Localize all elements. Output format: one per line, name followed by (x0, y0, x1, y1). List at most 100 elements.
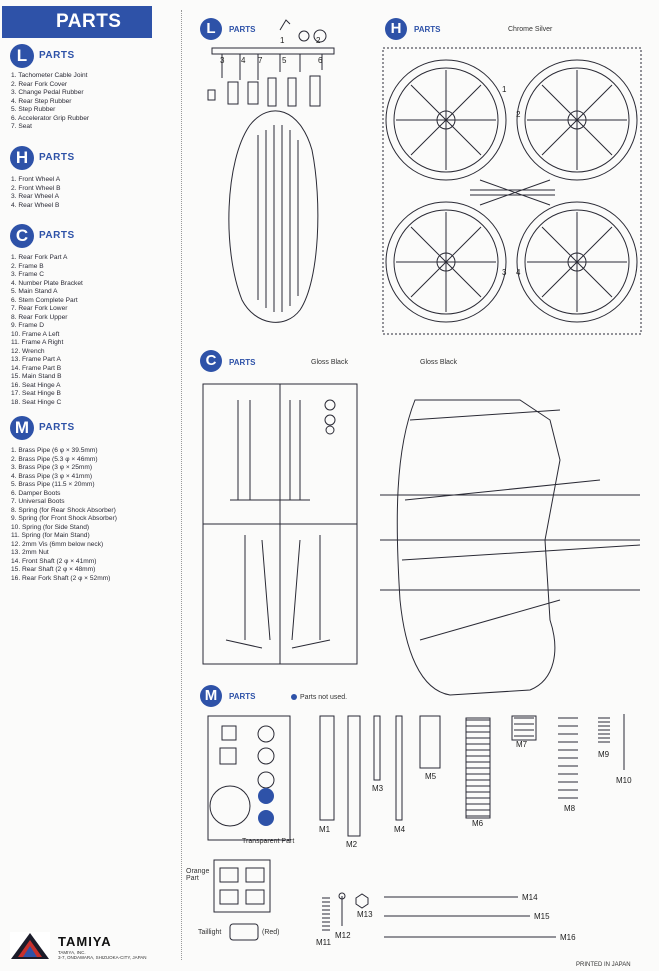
printed-in-japan: PRINTED IN JAPAN (576, 962, 631, 968)
m-label-m12: M12 (335, 931, 351, 940)
m-label-m15: M15 (534, 912, 550, 921)
part-list-item: 4. Number Plate Bracket (11, 279, 83, 287)
m-unused-markers (258, 694, 297, 826)
m-label-m7: M7 (516, 740, 528, 749)
company-address: 3-7, ONDAWARA, SHIZUOKA-CITY, JAPAN (58, 955, 147, 960)
part-list-item: 9. Frame D (11, 322, 44, 329)
diagram-c-color-1: Gloss Black (311, 359, 348, 366)
part-list-item: 12. 2mm Vis (6mm below neck) (11, 540, 104, 548)
part-list-item: 1. Rear Fork Part A (11, 254, 68, 261)
m-label-m3: M3 (372, 784, 384, 793)
m-label-m8: M8 (564, 804, 576, 813)
section-c-badge: C (10, 224, 34, 248)
l-num-5: 5 (282, 56, 287, 65)
diagram-m-title: PARTS (229, 692, 256, 701)
taillight-red-label: (Red) (262, 929, 280, 936)
part-list-item: 12. Wrench (11, 347, 45, 355)
part-list-item: 11. Spring (for Main Stand) (11, 532, 90, 539)
part-list-item: 4. Rear Wheel B (11, 201, 60, 209)
part-list-item: 6. Damper Boots (11, 489, 61, 497)
part-list-item: 1. Front Wheel A (11, 176, 61, 183)
part-list-item: 11. Frame A Right (11, 339, 64, 346)
diagram-h-color: Chrome Silver (508, 26, 553, 33)
taillight-label: Taillight (198, 929, 222, 936)
part-list-item: 8. Spring (for Rear Shock Absorber) (11, 506, 116, 514)
section-h-title: PARTS (39, 152, 75, 163)
header-bar: PARTS (2, 6, 152, 38)
m-parts (207, 714, 625, 941)
part-list-item: 2. Rear Fork Cover (11, 80, 68, 88)
m-label-m4: M4 (394, 825, 406, 834)
part-list-item: 13. Frame Part A (11, 356, 61, 363)
section-h-badge: H (10, 146, 34, 170)
diagram-h-title: PARTS (414, 25, 441, 34)
l-num-4: 4 (241, 56, 246, 65)
h-num-1: 1 (502, 85, 507, 94)
section-m-badge: M (10, 416, 34, 440)
diagram-c-title: PARTS (229, 358, 256, 367)
h-num-4: 4 (516, 268, 521, 277)
part-list-item: 6. Accelerator Grip Rubber (11, 114, 90, 122)
m-label-m1: M1 (319, 825, 331, 834)
transparent-part-label: Transparent Part (242, 838, 295, 845)
section-m-title: PARTS (39, 422, 75, 433)
part-list-item: 5. Brass Pipe (11.5 × 20mm) (11, 481, 95, 488)
part-list-item: 4. Rear Step Rubber (11, 97, 72, 105)
part-list-item: 1. Tachometer Cable Joint (11, 72, 88, 79)
part-list-item: 7. Seat (11, 123, 32, 130)
h-num-3: 3 (502, 268, 507, 277)
m-label-m16: M16 (560, 933, 576, 942)
section-m-list: 1. Brass Pipe (6 φ × 39.5mm)2. Brass Pip… (11, 447, 117, 583)
header-title: PARTS (56, 11, 122, 32)
part-list-item: 5. Step Rubber (11, 106, 56, 113)
diagram-l-title: PARTS (229, 25, 256, 34)
m-label-m14: M14 (522, 893, 538, 902)
part-list-item: 7. Universal Boots (11, 498, 65, 505)
section-l-badge: L (10, 44, 34, 68)
m-label-m9: M9 (598, 750, 610, 759)
part-list-item: 14. Front Shaft (2 φ × 41mm) (11, 557, 97, 565)
diagram-l-badge: L (200, 18, 222, 40)
company-name: TAMIYA, INC. (58, 950, 86, 955)
c-runner (202, 383, 358, 665)
section-l-title: PARTS (39, 50, 75, 61)
part-list-item: 2. Frame B (11, 262, 44, 270)
h-num-2: 2 (516, 110, 521, 119)
part-list-item: 3. Change Pedal Rubber (11, 89, 84, 96)
orange-part-label: Orange Part (186, 868, 210, 882)
parts-not-used-note: Parts not used. (300, 694, 348, 701)
l-num-6: 6 (318, 56, 323, 65)
part-list-item: 13. 2mm Nut (11, 549, 49, 556)
part-list-item: 16. Rear Fork Shaft (2 φ × 52mm) (11, 574, 111, 582)
brand-name: TAMIYA (58, 934, 112, 949)
part-list-item: 3. Brass Pipe (3 φ × 25mm) (11, 464, 93, 471)
part-list-item: 2. Brass Pipe (5.3 φ × 46mm) (11, 455, 98, 463)
part-list-item: 10. Frame A Left (11, 330, 60, 338)
diagram-c-color-2: Gloss Black (420, 359, 457, 366)
part-list-item: 8. Rear Fork Upper (11, 313, 68, 321)
part-list-item: 10. Spring (for Side Stand) (11, 523, 90, 531)
part-list-item: 15. Rear Shaft (2 φ × 48mm) (11, 566, 96, 573)
part-list-item: 3. Frame C (11, 271, 44, 278)
part-list-item: 1. Brass Pipe (6 φ × 39.5mm) (11, 447, 98, 454)
m-label-m2: M2 (346, 840, 358, 849)
diagram-m-badge: M (200, 685, 222, 707)
part-list-item: 15. Main Stand B (11, 373, 62, 380)
part-list-item: 16. Seat Hinge A (11, 381, 61, 389)
m-label-m6: M6 (472, 819, 484, 828)
section-c-title: PARTS (39, 230, 75, 241)
part-list-item: 17. Seat Hinge B (11, 390, 61, 397)
m-label-m11: M11 (316, 938, 331, 947)
part-list-item: 18. Seat Hinge C (11, 398, 62, 406)
m-label-m13: M13 (357, 910, 373, 919)
diagram-h-badge: H (385, 18, 407, 40)
m-label-m10: M10 (616, 776, 632, 785)
part-list-item: 6. Stem Complete Part (11, 296, 78, 304)
l-num-7: 7 (258, 56, 263, 65)
part-list-item: 9. Spring (for Front Shock Absorber) (11, 515, 117, 522)
